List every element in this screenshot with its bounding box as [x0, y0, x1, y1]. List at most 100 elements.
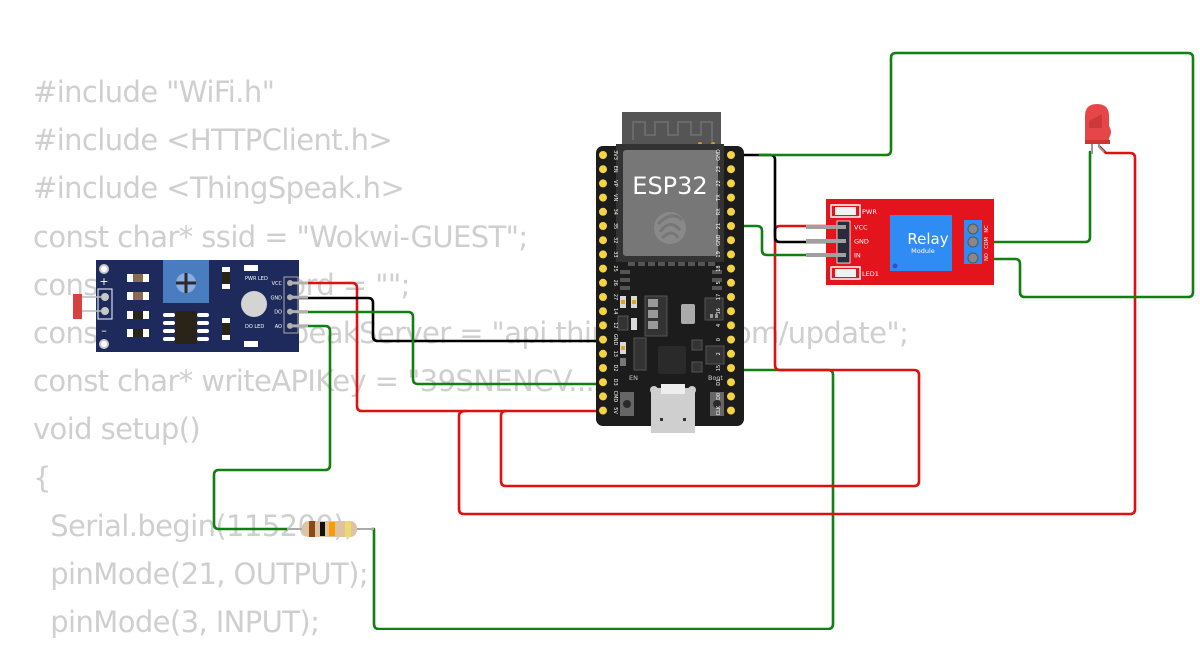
circuit-diagram: ESP32 EN — [73, 51, 1195, 630]
resistor-band-2 — [320, 522, 325, 536]
esp32-pin-label: 27 — [612, 294, 618, 300]
esp32-pin-right[interactable] — [727, 193, 735, 202]
esp32-pin-right[interactable] — [727, 378, 735, 387]
en-label: EN — [629, 374, 638, 382]
esp32-pin-label: 5 — [716, 281, 722, 284]
esp32-pin-left[interactable] — [599, 364, 607, 372]
esp32-pin-left[interactable] — [599, 378, 607, 387]
wire-ldr-ao-resistor[interactable] — [212, 324, 332, 531]
esp32-pin-right[interactable] — [727, 250, 735, 259]
esp32-pin-left[interactable] — [599, 264, 607, 273]
esp32-pin-left[interactable] — [599, 165, 607, 174]
esp32-pin-left[interactable] — [599, 307, 607, 316]
relay-terminal-label: NC — [984, 225, 990, 233]
esp32-pin-right[interactable] — [727, 307, 735, 316]
esp32-pin-left[interactable] — [599, 151, 607, 159]
esp32-pin-label: CMD — [612, 391, 618, 403]
wire-5v-led-anode[interactable] — [457, 145, 1137, 516]
esp32-pin-right[interactable] — [727, 278, 735, 287]
esp32-pin-label: TX — [716, 194, 722, 202]
esp32-pin-label: 0 — [716, 338, 722, 341]
resistor[interactable] — [287, 521, 374, 537]
esp32-pin-label: 34 — [612, 209, 618, 215]
esp32-pin-left[interactable] — [599, 236, 607, 245]
esp32-pin-label: 26 — [612, 280, 618, 286]
esp32-pin-label: 16 — [716, 308, 722, 314]
esp32-pin-label: D0 — [716, 393, 722, 400]
esp32-pin-left[interactable] — [599, 179, 607, 188]
esp32-pin-right[interactable] — [727, 349, 735, 358]
esp32-pin-right[interactable] — [727, 293, 735, 301]
ldr-pin-label: DO — [274, 310, 282, 316]
esp32-pin-label: 18 — [716, 265, 722, 271]
esp32-pin-right[interactable] — [727, 392, 735, 401]
esp32-pin-label: VP — [612, 180, 618, 186]
esp32-pin-right[interactable] — [727, 222, 735, 230]
esp32-pin-label: 19 — [716, 251, 722, 257]
antenna-trace — [632, 121, 713, 142]
esp32-pin-label: 33 — [612, 251, 618, 257]
esp32-pin-label: VN — [612, 194, 618, 201]
relay-pin-label: IN — [854, 252, 861, 260]
wire-relay-com-led[interactable] — [972, 150, 1092, 244]
comparator-ic — [175, 311, 197, 344]
esp32-pin-label: 3V3 — [612, 150, 618, 160]
esp32-pin-right[interactable] — [727, 321, 735, 330]
code-line: #include "WiFi.h" — [33, 75, 275, 109]
pwr-led-label: PWR LED — [245, 276, 268, 282]
esp32-pin-right[interactable] — [727, 236, 735, 245]
wire-ldr-vcc-5v[interactable] — [288, 281, 603, 413]
esp32-pin-label: 22 — [716, 180, 722, 186]
esp32-pin-label: D2 — [612, 364, 618, 371]
esp32-pin-right[interactable] — [727, 335, 735, 344]
esp32-pin-label: GND — [716, 234, 722, 246]
esp32-pin-left[interactable] — [599, 392, 607, 401]
esp32-pin-left[interactable] — [599, 250, 607, 259]
esp32-pin-left[interactable] — [599, 335, 607, 344]
esp32-pin-left[interactable] — [599, 207, 607, 216]
esp32-pin-left[interactable] — [599, 278, 607, 287]
esp32-pin-left[interactable] — [599, 193, 607, 202]
esp32-pin-label: GND — [716, 149, 722, 161]
esp32-pin-left[interactable] — [599, 321, 607, 330]
esp32-pin-right[interactable] — [727, 179, 735, 188]
code-line: pinMode(21, OUTPUT); — [33, 556, 369, 591]
ldr-sensor-dome — [241, 291, 267, 317]
esp32-pin-right[interactable] — [727, 151, 735, 159]
wire-gnd-relay-no[interactable] — [758, 51, 1195, 299]
esp32-pin-left[interactable] — [599, 349, 607, 358]
esp32-pin-label: 5V — [612, 407, 618, 414]
relay-pwr-label: PWR — [862, 208, 877, 216]
esp32-pin-right[interactable] — [727, 165, 735, 174]
esp32-pin-right[interactable] — [727, 364, 735, 372]
esp32-pin-label: RX — [716, 208, 722, 215]
esp32-module-can — [623, 150, 718, 256]
esp32-pin-right[interactable] — [727, 207, 735, 216]
wire-gpio21-relay-in[interactable] — [727, 224, 834, 257]
esp32-pin-left[interactable] — [599, 406, 607, 415]
resistor-band-4 — [345, 521, 351, 537]
resistor-band-3 — [329, 522, 335, 536]
relay-pin-label: GND — [854, 238, 869, 246]
relay-led1-label: LED1 — [862, 270, 879, 278]
code-line: #include <ThingSpeak.h> — [33, 171, 405, 206]
esp32-devkit[interactable]: ESP32 EN — [596, 112, 744, 433]
relay-title: Relay — [907, 230, 948, 248]
esp32-pin-label: 14 — [612, 308, 618, 314]
esp32-pin-left[interactable] — [599, 222, 607, 230]
micro-usb-port[interactable] — [651, 388, 695, 433]
esp32-pin-right[interactable] — [727, 264, 735, 273]
esp32-pin-label: 4 — [716, 324, 722, 327]
esp32-pin-label: 21 — [716, 223, 722, 229]
wire-ldr-do-d3[interactable] — [288, 310, 603, 386]
ldr-plus-label: + — [99, 275, 108, 288]
esp32-pin-right[interactable] — [727, 406, 735, 415]
red-led[interactable] — [1085, 104, 1111, 154]
esp32-pin-left[interactable] — [599, 293, 607, 301]
relay-subtitle: Module — [911, 247, 935, 255]
do-led — [244, 341, 258, 347]
esp32-pin-label: CLK — [716, 405, 722, 415]
wire-ldr-gnd-esp-gnd[interactable] — [288, 296, 603, 343]
